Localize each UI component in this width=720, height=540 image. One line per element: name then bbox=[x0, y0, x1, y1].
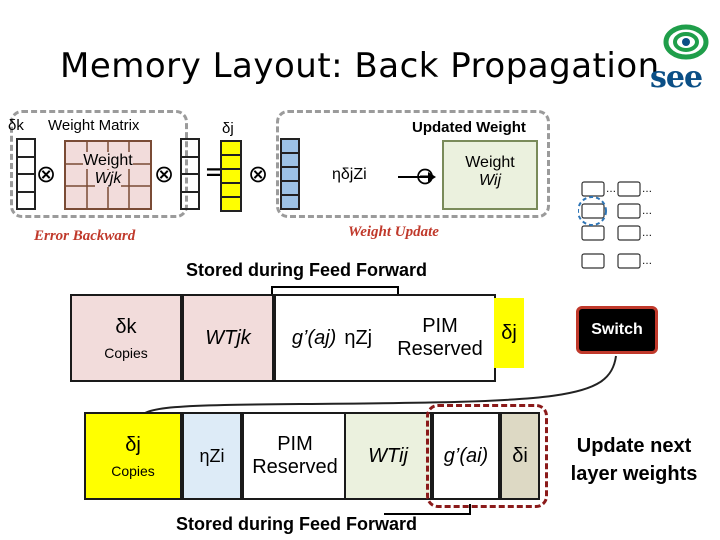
switch-button[interactable]: Switch bbox=[576, 306, 658, 354]
row1-pim: PIM bbox=[422, 315, 458, 337]
row2-delta-i: δi bbox=[500, 412, 540, 500]
row1-delta-j-text: δj bbox=[501, 321, 517, 344]
svg-text:…: … bbox=[642, 228, 652, 239]
row1-delta-k-copies: δk Copies bbox=[70, 294, 182, 382]
error-backward-label: Error Backward bbox=[34, 228, 136, 244]
row2-delta-i-text: δi bbox=[512, 444, 528, 467]
row2-g-ai: g’(ai) bbox=[432, 412, 500, 500]
eta-delta-z-label: ηδjZi bbox=[332, 166, 367, 183]
row2-g-ai-text: g’(ai) bbox=[443, 444, 489, 467]
row2-eta-zi: ηZi bbox=[182, 412, 242, 500]
row2-reserved: Reserved bbox=[252, 456, 338, 478]
row2-w-t-ij-text: WTij bbox=[368, 444, 408, 467]
weight-jk-matrix: Weight Wjk bbox=[64, 140, 152, 210]
delta-j-label: δj bbox=[222, 120, 234, 137]
logo-text: see bbox=[650, 60, 703, 95]
delta-k-vector-2 bbox=[180, 138, 200, 210]
row2-delta-j-copies: δj Copies bbox=[84, 412, 182, 500]
weight-jk-label: Weight bbox=[83, 152, 133, 169]
minus-operator: ⊖ bbox=[415, 162, 436, 190]
update-next-line2: layer weights bbox=[570, 463, 698, 485]
times-operator-2: ⊗ bbox=[154, 160, 175, 188]
weight-ij-label: Weight bbox=[465, 154, 515, 171]
updated-weight-label: Updated Weight bbox=[412, 119, 526, 136]
stored-feed-forward-bottom: Stored during Feed Forward bbox=[176, 514, 418, 534]
feed-forward-highlight bbox=[426, 404, 548, 508]
row1-w-t-jk: WTjk bbox=[182, 294, 274, 382]
eye-swirl-icon bbox=[663, 24, 709, 60]
svg-text:…: … bbox=[642, 184, 652, 195]
row2-eta-zi-text: ηZi bbox=[199, 445, 225, 466]
brace-top bbox=[271, 286, 399, 295]
svg-text:…: … bbox=[606, 184, 616, 195]
svg-text:…: … bbox=[642, 206, 652, 217]
brace-bottom bbox=[384, 504, 471, 515]
row1-pim-reserved: PIM Reserved bbox=[386, 294, 496, 382]
see-logo: see bbox=[648, 24, 714, 95]
delta-k-vector bbox=[16, 138, 36, 210]
row2-pim: PIM bbox=[277, 433, 313, 455]
times-operator-3: ⊗ bbox=[248, 160, 269, 188]
updated-weight-group bbox=[276, 110, 550, 218]
times-operator-1: ⊗ bbox=[36, 160, 57, 188]
row1-delta-j: δj bbox=[494, 298, 524, 368]
row1-g-aj: g’(aj) bbox=[291, 326, 337, 349]
row2-copies: Copies bbox=[111, 462, 155, 479]
row1-copies: Copies bbox=[104, 344, 148, 361]
weight-ij-matrix: Weight Wij bbox=[442, 140, 538, 210]
pim-grid-diagram: … … … … … bbox=[578, 181, 652, 269]
weight-matrix-group bbox=[10, 110, 188, 218]
row2-delta-j: δj bbox=[125, 433, 141, 456]
row2-pim-reserved: PIM Reserved bbox=[242, 412, 346, 500]
update-next-line1: Update next bbox=[576, 435, 692, 457]
row2-w-t-ij: WTij bbox=[344, 412, 432, 500]
svg-text:…: … bbox=[642, 256, 652, 267]
row1-w-t-jk-text: WTjk bbox=[205, 326, 251, 349]
row1-g-aj-eta-zj: g’(aj) ηZj bbox=[274, 294, 388, 382]
wjk-label: Wjk bbox=[94, 170, 122, 187]
row1-eta-zj: ηZj bbox=[344, 326, 373, 349]
slide-title: Memory Layout: Back Propagation bbox=[60, 46, 660, 86]
arrow-to-minus bbox=[398, 172, 436, 182]
weight-update-label: Weight Update bbox=[348, 224, 439, 240]
delta-j-vector bbox=[220, 140, 242, 212]
eta-vector bbox=[280, 138, 300, 210]
weight-matrix-label: Weight Matrix bbox=[48, 117, 140, 134]
row1-reserved: Reserved bbox=[397, 338, 483, 360]
row1-delta-k: δk bbox=[115, 315, 137, 338]
delta-k-label: δk bbox=[8, 117, 24, 134]
update-next-layer-label: Update next layer weights bbox=[560, 432, 708, 488]
stored-feed-forward-top: Stored during Feed Forward bbox=[186, 260, 428, 280]
wij-label: Wij bbox=[478, 172, 502, 189]
